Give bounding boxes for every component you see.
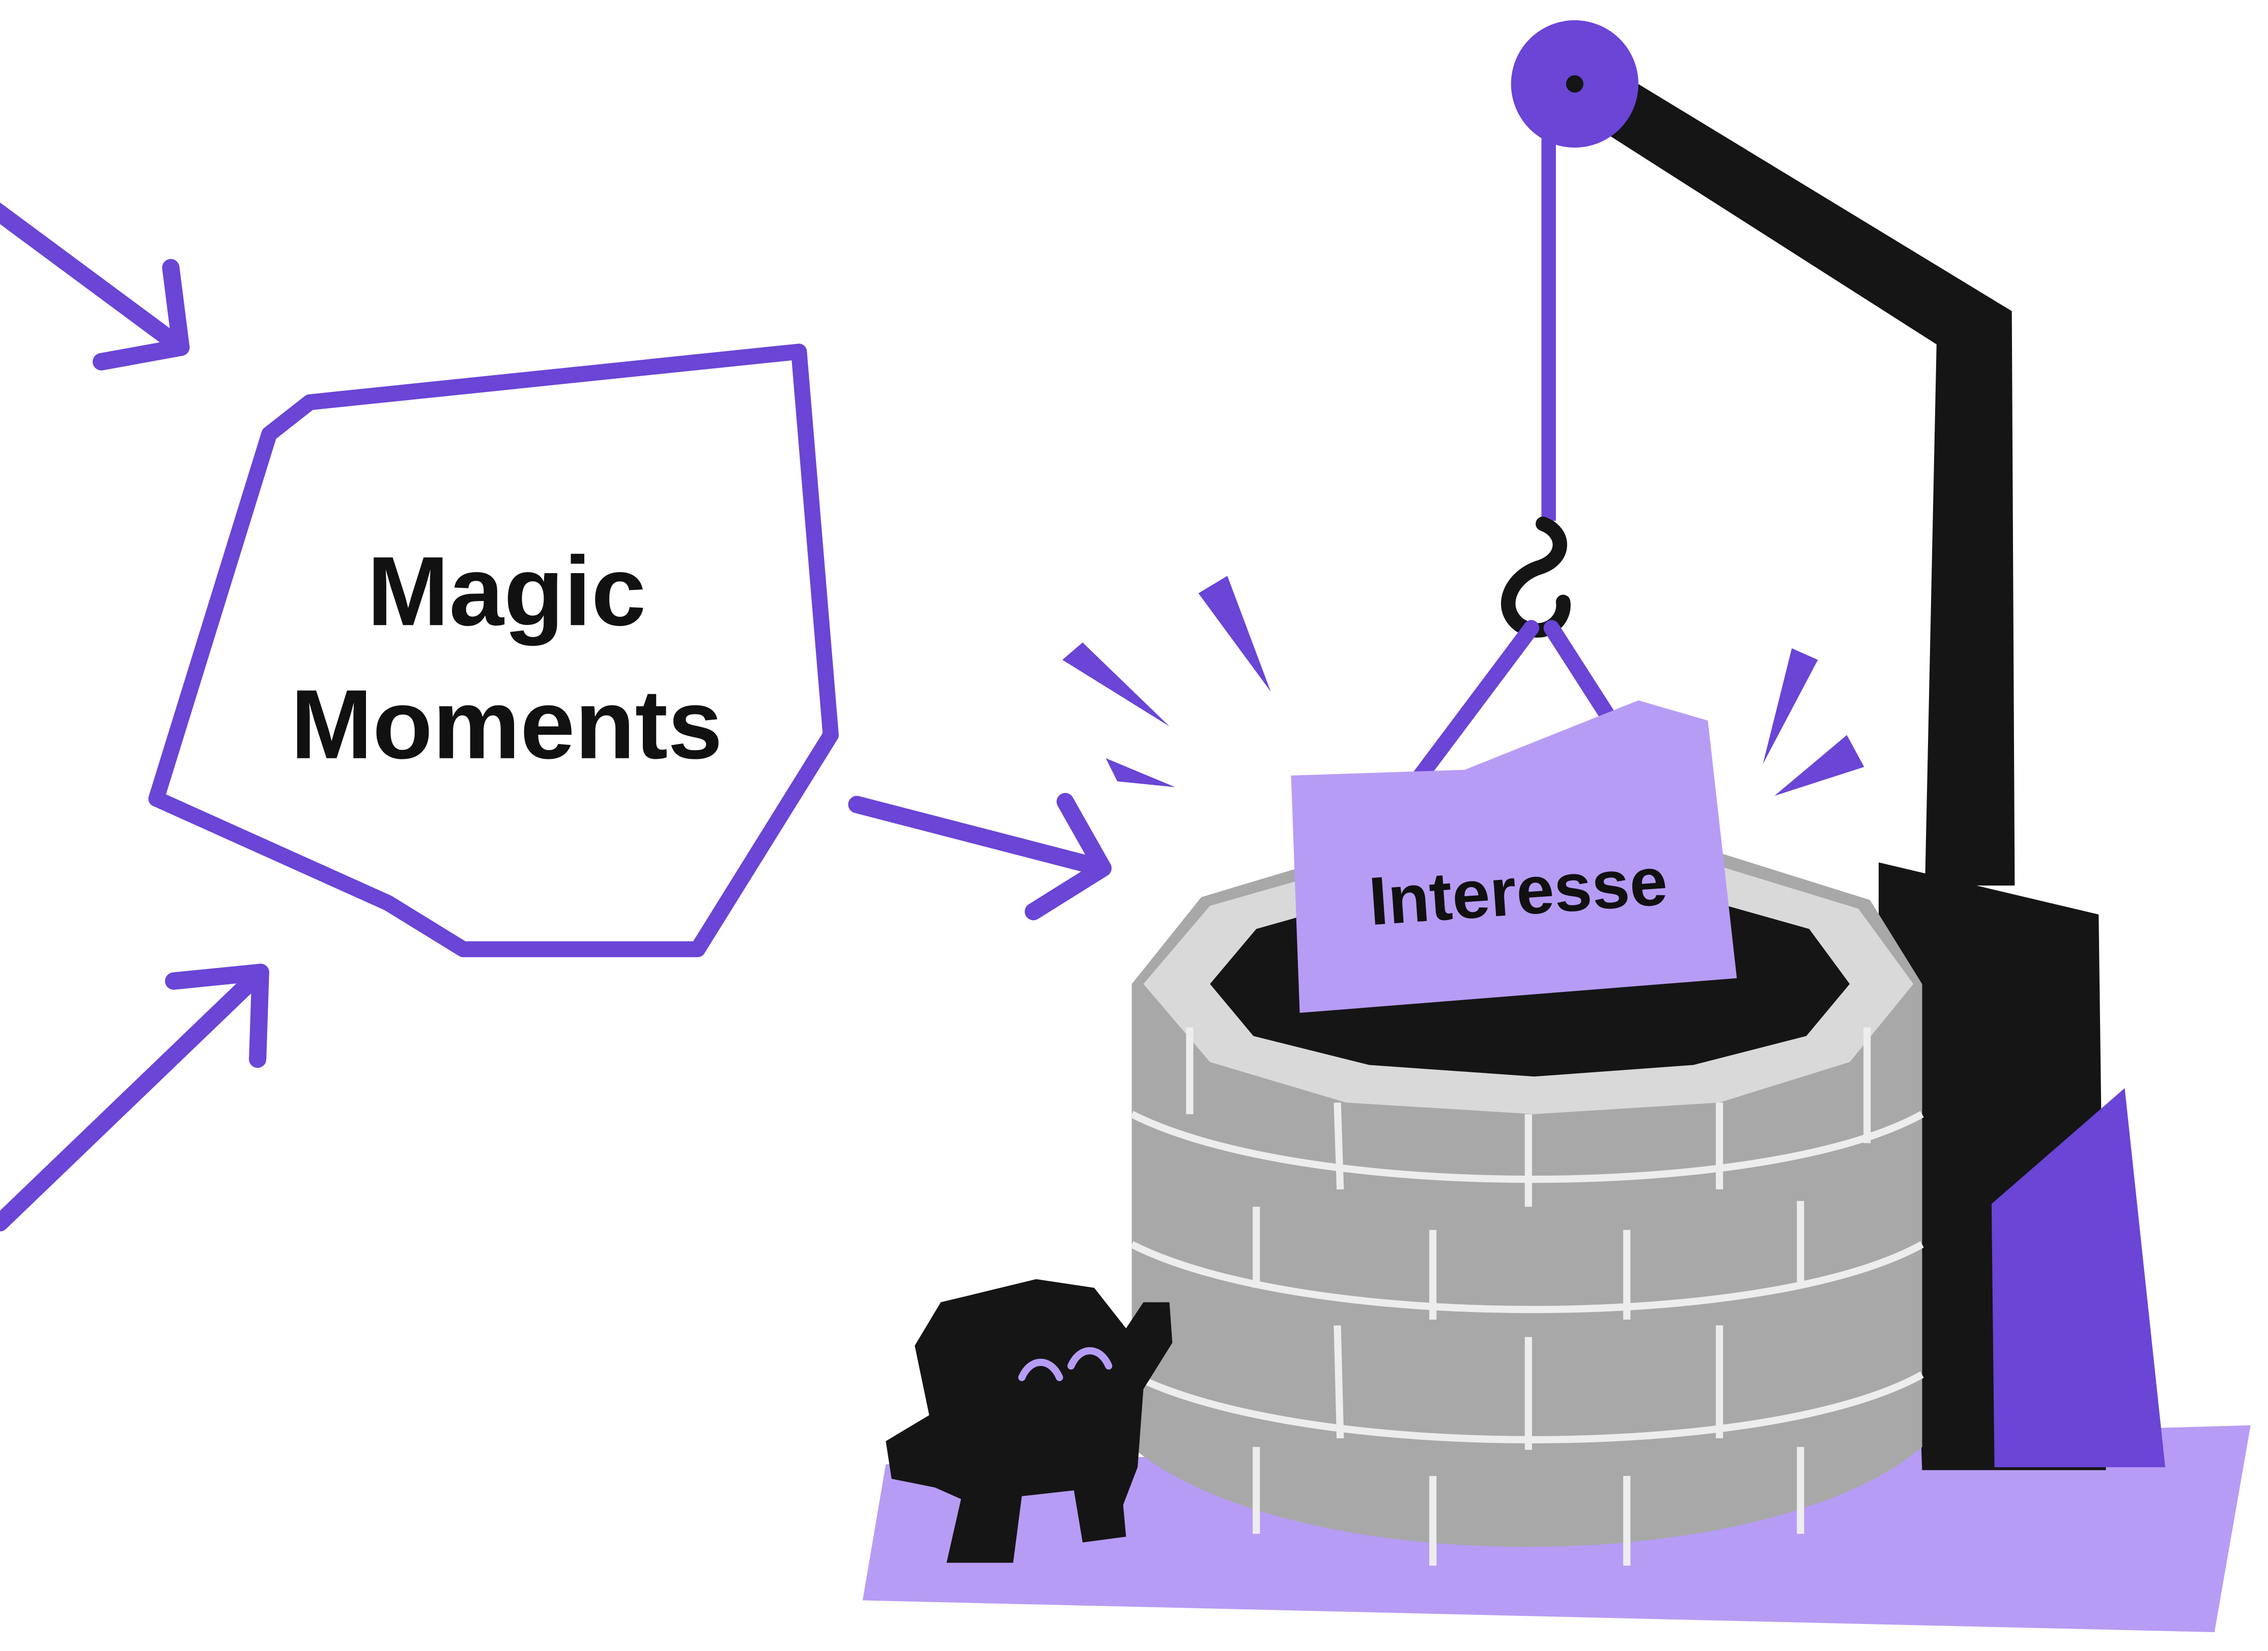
sparkle-icon bbox=[1062, 576, 1864, 796]
arrow-bottom-icon bbox=[0, 973, 261, 1223]
arrow-top-icon bbox=[0, 203, 181, 362]
arrow-middle-icon bbox=[857, 802, 1102, 912]
hook-icon bbox=[1508, 524, 1563, 631]
pulley-icon bbox=[1511, 20, 1638, 148]
magic-moments-title-line2: Moments bbox=[291, 669, 723, 779]
magic-moments-frame bbox=[156, 352, 831, 949]
magic-moments-title-line1: Magic bbox=[367, 536, 646, 646]
